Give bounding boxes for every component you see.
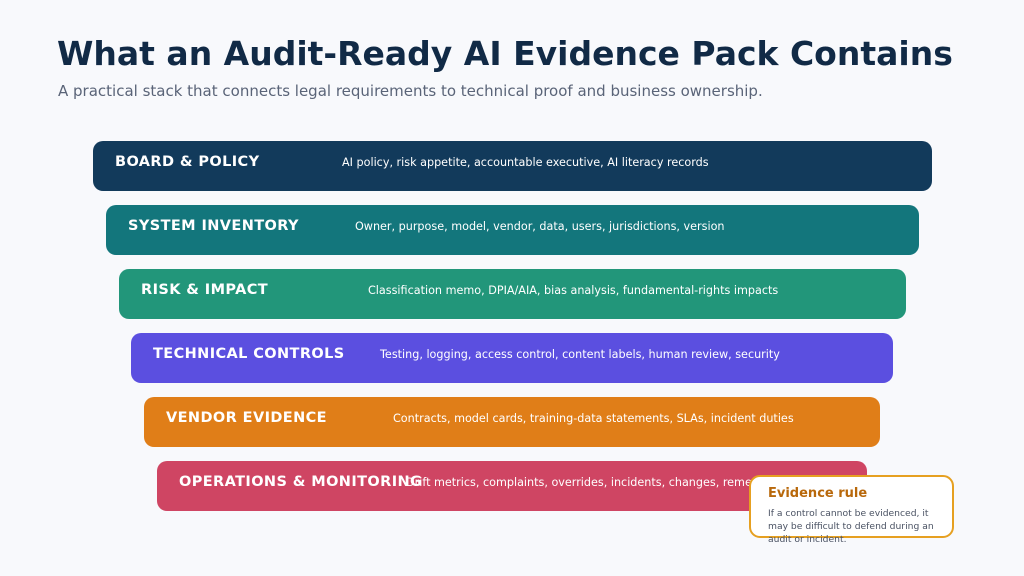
evidence-rule-callout: Evidence rule If a control cannot be evi… <box>749 475 954 545</box>
layer-name: TECHNICAL CONTROLS <box>153 346 345 362</box>
layer-operations-monitoring: OPERATIONS & MONITORING Drift metrics, c… <box>157 461 867 511</box>
layer-name: OPERATIONS & MONITORING <box>179 474 423 490</box>
layer-description: Testing, logging, access control, conten… <box>380 348 780 361</box>
page-title: What an Audit-Ready AI Evidence Pack Con… <box>57 34 953 73</box>
layer-vendor-evidence: VENDOR EVIDENCE Contracts, model cards, … <box>144 397 880 447</box>
layer-name: VENDOR EVIDENCE <box>166 410 327 426</box>
layer-name: SYSTEM INVENTORY <box>128 218 299 234</box>
evidence-rule-title: Evidence rule <box>768 486 868 501</box>
layer-description: Contracts, model cards, training-data st… <box>393 412 794 425</box>
layer-name: BOARD & POLICY <box>115 154 260 170</box>
layer-description: Classification memo, DPIA/AIA, bias anal… <box>368 284 779 297</box>
layer-risk-impact: RISK & IMPACT Classification memo, DPIA/… <box>119 269 906 319</box>
layer-description: AI policy, risk appetite, accountable ex… <box>342 156 709 169</box>
layer-description: Owner, purpose, model, vendor, data, use… <box>355 220 725 233</box>
layer-name: RISK & IMPACT <box>141 282 269 298</box>
layer-technical-controls: TECHNICAL CONTROLS Testing, logging, acc… <box>131 333 893 383</box>
layer-board-policy: BOARD & POLICY AI policy, risk appetite,… <box>93 141 932 191</box>
page-subtitle: A practical stack that connects legal re… <box>58 82 763 100</box>
layer-description: Drift metrics, complaints, overrides, in… <box>406 476 791 489</box>
layer-system-inventory: SYSTEM INVENTORY Owner, purpose, model, … <box>106 205 919 255</box>
evidence-rule-text: If a control cannot be evidenced, it may… <box>768 508 934 545</box>
